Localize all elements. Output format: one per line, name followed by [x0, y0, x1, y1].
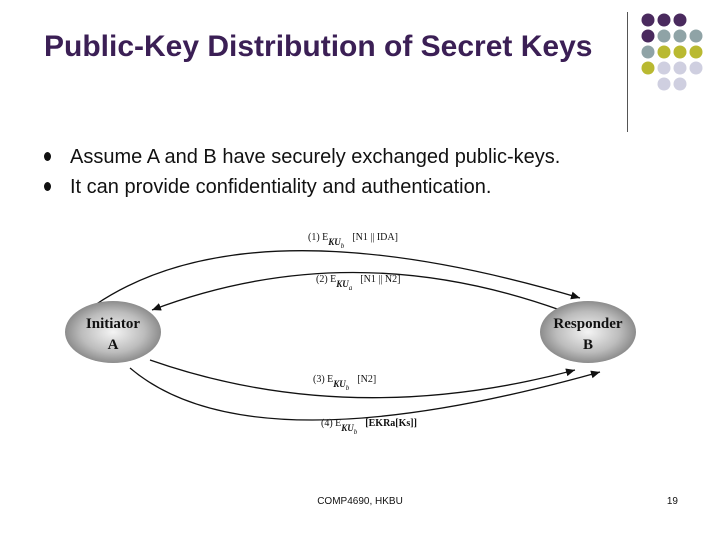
decorative-dot	[673, 29, 687, 43]
message-step: (1) E	[308, 232, 328, 243]
responder-id: B	[583, 337, 593, 353]
bullet-list: Assume A and B have securely exchanged p…	[44, 142, 704, 202]
message-key: KU	[335, 279, 349, 289]
decorative-dot	[673, 77, 687, 91]
decorative-dot	[673, 13, 687, 27]
message-payload: [N1 || N2]	[360, 274, 400, 285]
message-3-arrow	[149, 359, 576, 399]
svg-text:(3) EKUb[N2]: (3) EKUb [N2]	[313, 374, 376, 392]
message-payload: [N1 || IDA]	[352, 232, 398, 243]
message-payload: [EKRa[Ks]]	[365, 418, 417, 429]
message-key-sub: b	[354, 428, 358, 436]
message-2-arrow	[151, 271, 561, 311]
message-key: KU	[332, 379, 346, 389]
footer-text: COMP4690, HKBU	[317, 496, 403, 507]
decorative-dot	[641, 61, 655, 75]
decorative-dot	[641, 45, 655, 59]
message-2-label: (2) EKUa [N1 || N2]	[316, 274, 400, 292]
responder-label: Responder	[553, 316, 623, 332]
bullet-icon	[44, 152, 51, 161]
message-payload: [N2]	[357, 374, 376, 385]
decorative-dot	[657, 45, 671, 59]
decorative-dot	[641, 29, 655, 43]
message-4-label: (4) EKUb [EKRa[Ks]]	[321, 418, 417, 436]
decorative-dot	[689, 45, 703, 59]
responder-node: Responder B	[540, 301, 636, 363]
decorative-dot	[657, 61, 671, 75]
bullet-text: It can provide confidentiality and authe…	[70, 176, 492, 198]
message-key: KU	[340, 423, 354, 433]
decorative-dot	[657, 29, 671, 43]
message-1-label: (1) EKUb [N1 || IDA]	[308, 232, 398, 250]
message-1-arrow	[94, 250, 581, 306]
decorative-dot	[657, 77, 671, 91]
message-step: (2) E	[316, 274, 336, 285]
slide-title: Public-Key Distribution of Secret Keys	[44, 30, 593, 63]
message-4-arrow	[129, 367, 601, 421]
message-step: (4) E	[321, 418, 341, 429]
bullet-icon	[44, 182, 51, 191]
decorative-dot	[673, 61, 687, 75]
initiator-node: Initiator A	[65, 301, 161, 363]
svg-text:(1) EKUb[N1 || IDA]: (1) EKUb [N1 || IDA]	[308, 232, 398, 250]
message-key-sub: b	[346, 384, 350, 392]
initiator-id: A	[108, 337, 119, 353]
page-number: 19	[666, 496, 678, 507]
bullet-item: It can provide confidentiality and authe…	[44, 172, 704, 202]
decorative-dot	[689, 61, 703, 75]
divider-line	[627, 12, 628, 132]
message-step: (3) E	[313, 374, 333, 385]
svg-text:(2) EKUa[N1 || N2]: (2) EKUa [N1 || N2]	[316, 274, 400, 292]
message-3-label: (3) EKUb [N2]	[313, 374, 376, 392]
decorative-dot	[673, 45, 687, 59]
bullet-text: Assume A and B have securely exchanged p…	[70, 146, 561, 168]
message-key-sub: b	[341, 242, 345, 250]
message-key: KU	[327, 237, 341, 247]
decorative-dot	[641, 13, 655, 27]
bullet-item: Assume A and B have securely exchanged p…	[44, 142, 704, 172]
svg-text:(4) EKUb[EKRa[Ks]]: (4) EKUb [EKRa[Ks]]	[321, 418, 417, 436]
message-key-sub: a	[349, 284, 353, 292]
initiator-label: Initiator	[86, 316, 141, 332]
key-distribution-diagram: Initiator A Responder B (1) EKUb[N1 || I…	[65, 232, 636, 436]
decorative-dot	[657, 13, 671, 27]
decorative-dot	[689, 29, 703, 43]
